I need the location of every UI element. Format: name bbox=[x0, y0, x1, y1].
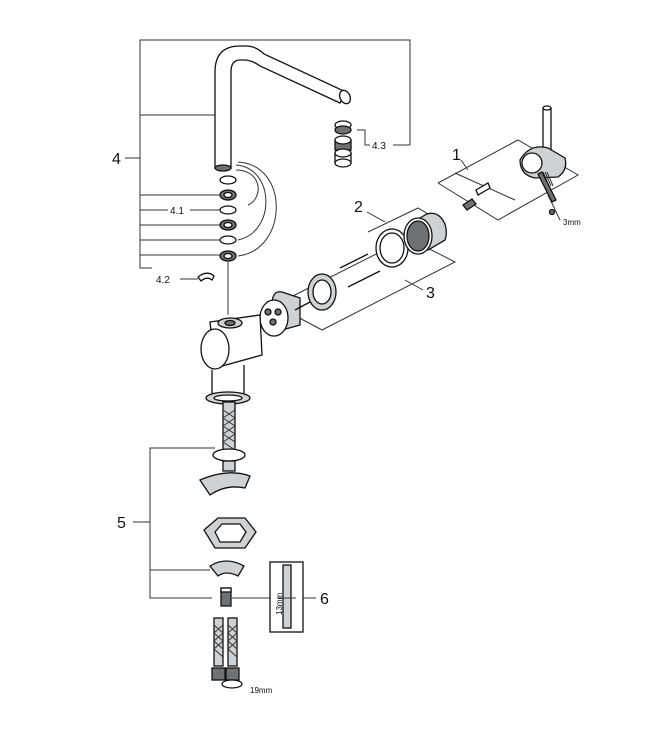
callout-2: 2 bbox=[354, 199, 363, 216]
callout-5: 5 bbox=[117, 515, 126, 532]
o-ring bbox=[212, 448, 246, 462]
callout-4-1: 4.1 bbox=[170, 206, 184, 217]
spout-assembly bbox=[197, 45, 352, 315]
aerator-4-3 bbox=[334, 120, 352, 168]
dimension-19mm: 19mm bbox=[250, 686, 273, 695]
spout-tip bbox=[338, 89, 352, 105]
hose-upper bbox=[222, 401, 236, 453]
supply-hoses bbox=[211, 617, 243, 689]
leader-lines bbox=[125, 39, 580, 599]
callout-4-3: 4.3 bbox=[372, 141, 386, 152]
dimension-13mm: 13mm bbox=[275, 592, 284, 615]
callout-6: 6 bbox=[320, 591, 329, 608]
cap-assembly bbox=[375, 212, 447, 268]
grub-screw bbox=[548, 208, 556, 216]
callout-4: 4 bbox=[112, 151, 121, 168]
dimension-3mm: 3mm bbox=[563, 218, 581, 227]
callout-4-2: 4.2 bbox=[156, 275, 170, 286]
seal-kit-4-1 bbox=[219, 175, 237, 262]
callout-1: 1 bbox=[452, 147, 461, 164]
mounting-kit-5 bbox=[199, 401, 257, 607]
callout-labels: 1 2 3 4 4.1 4.2 4.3 5 6 3mm 13mm 19mm bbox=[112, 141, 581, 695]
cartridge-assembly bbox=[259, 253, 381, 337]
mounting-tool-6 bbox=[269, 561, 304, 633]
faucet-body bbox=[200, 314, 263, 405]
clip-4-2 bbox=[197, 272, 215, 282]
handle-assembly bbox=[462, 105, 567, 216]
c-clip bbox=[209, 560, 245, 577]
spout-tube bbox=[214, 45, 347, 169]
half-shell bbox=[199, 472, 251, 496]
callout-3: 3 bbox=[426, 285, 435, 302]
